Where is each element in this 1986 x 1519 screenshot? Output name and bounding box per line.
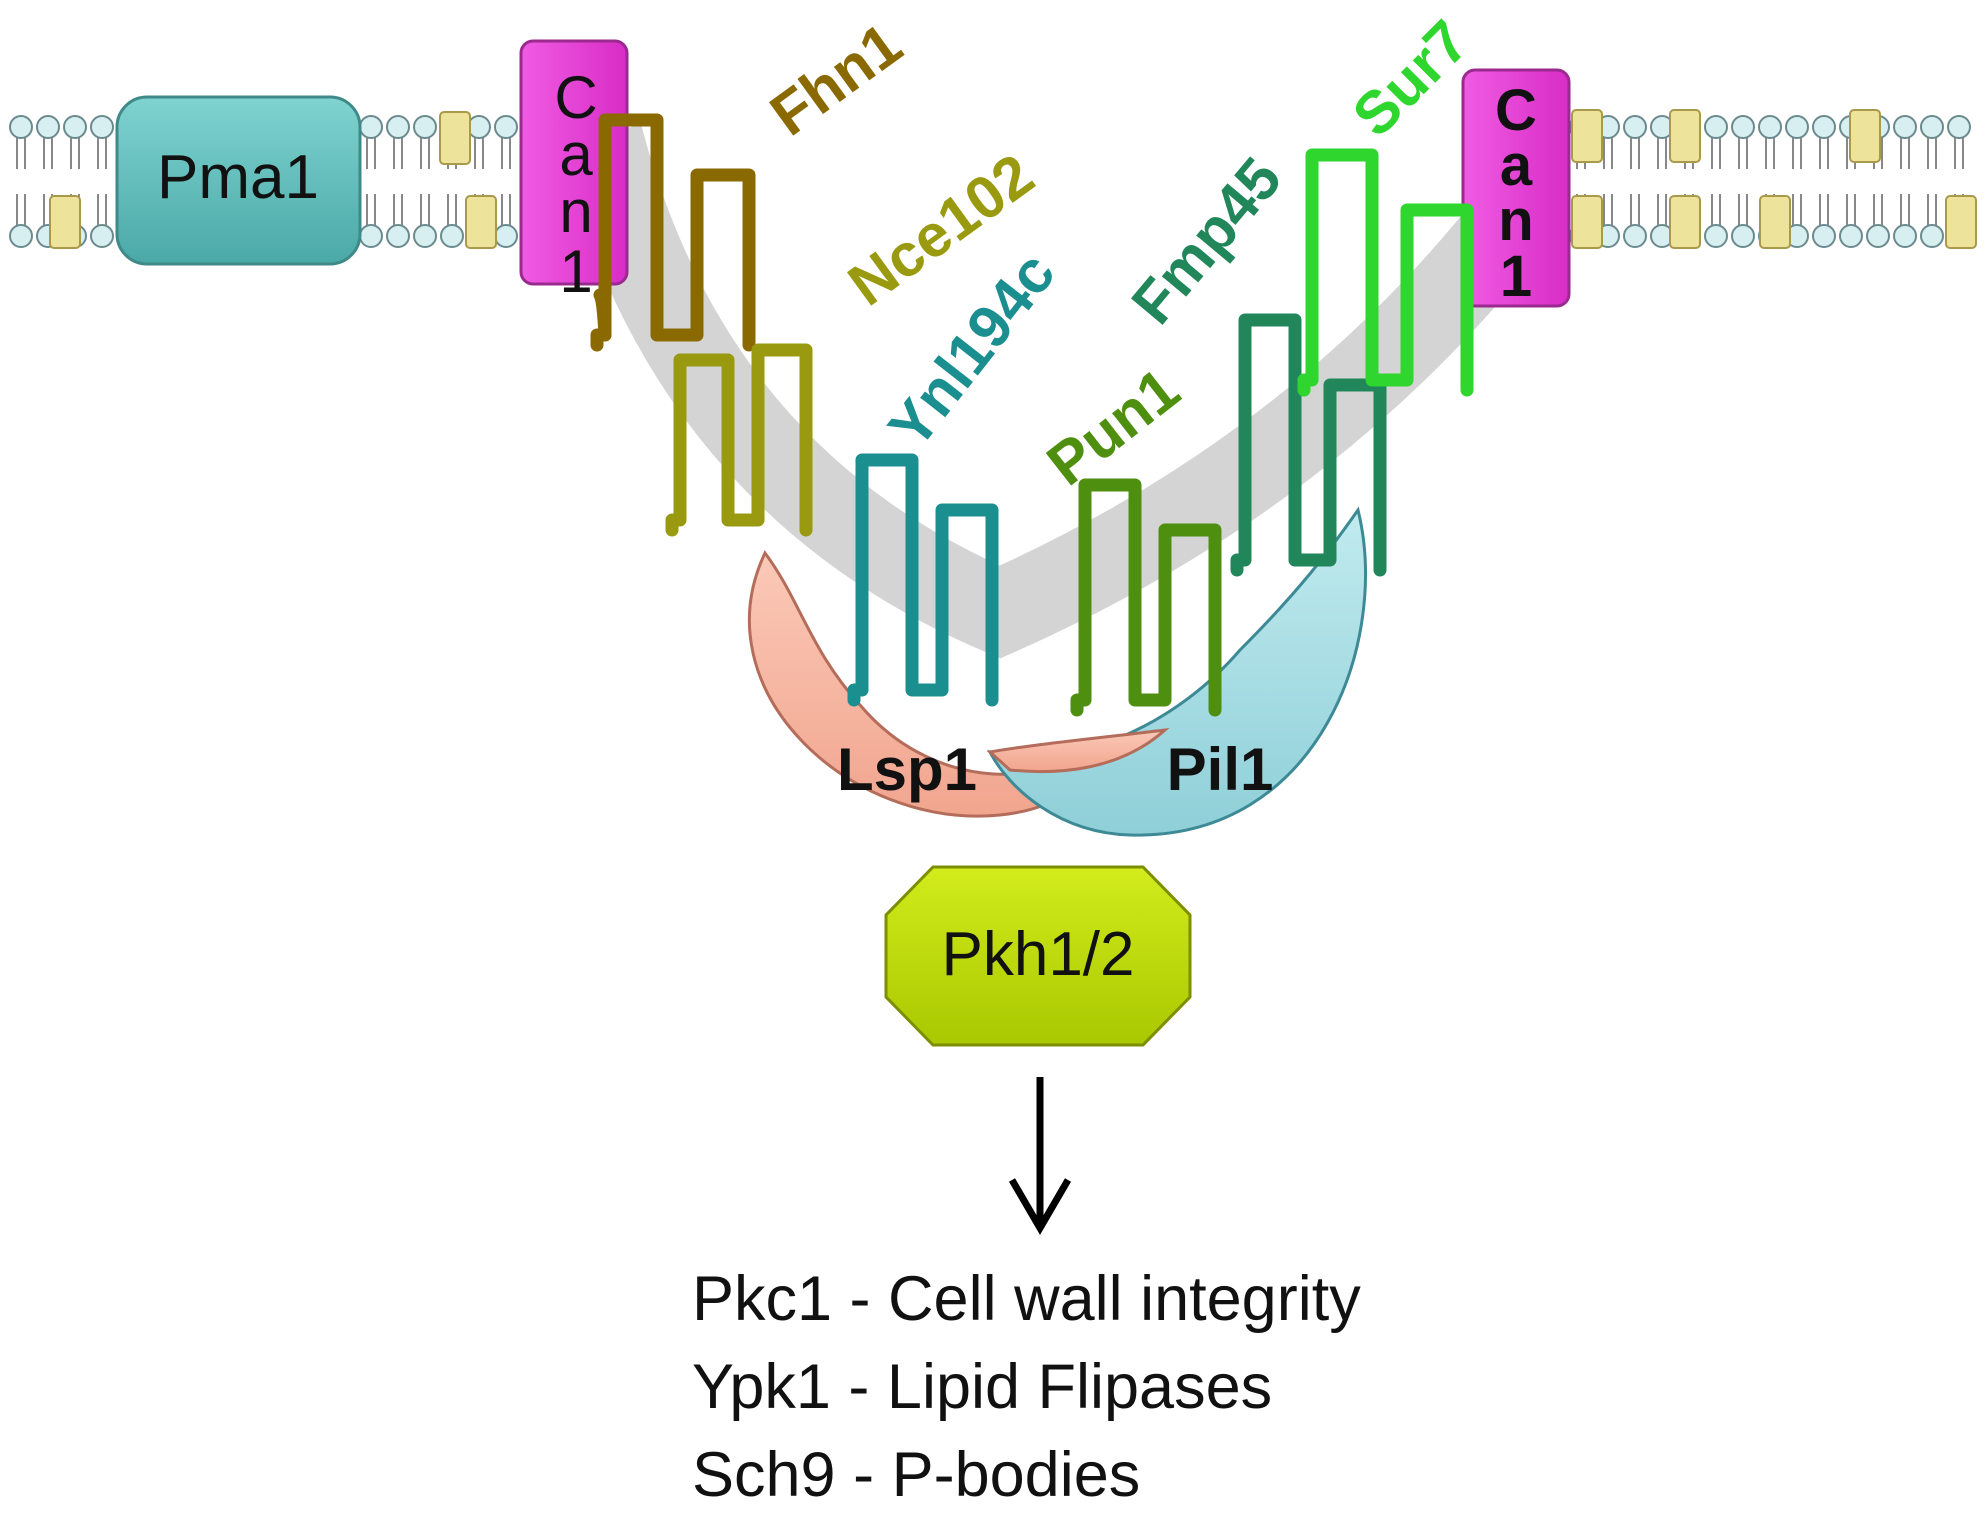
membrane-raft — [465, 195, 497, 249]
output-ypk1: Ypk1 - Lipid Flipases — [692, 1352, 1273, 1422]
can1-left-letter-3: n — [559, 178, 592, 245]
membrane-raft — [1945, 195, 1977, 249]
lipid-head — [9, 224, 33, 248]
lipid-head — [63, 115, 87, 139]
tetraspanner-proteins — [590, 113, 1474, 717]
lipid-head — [494, 115, 518, 139]
membrane-raft — [49, 195, 81, 249]
lsp1-label: Lsp1 — [837, 736, 977, 803]
nce102-chain — [665, 343, 813, 537]
lipid-head — [9, 115, 33, 139]
membrane-raft — [1759, 195, 1791, 249]
lipid-head — [1785, 115, 1809, 139]
signal-arrow — [1008, 1077, 1072, 1235]
can1-right-protein: C a n 1 — [1461, 68, 1571, 309]
lipid-head — [90, 224, 114, 248]
pma1-protein: Pma1 — [115, 95, 362, 266]
membrane-raft — [1669, 109, 1701, 163]
lipid-head — [413, 224, 437, 248]
lipid-head — [1893, 224, 1917, 248]
pun1-helices — [1070, 478, 1222, 717]
lipid-head — [1893, 115, 1917, 139]
ynl194c-helices — [847, 453, 999, 707]
plasma-membrane — [9, 109, 1977, 249]
nce102-helices — [665, 343, 813, 537]
can1-right-letter-2: a — [1500, 133, 1533, 198]
can1-left-letter-4: 1 — [559, 238, 592, 305]
can1-left-letter-1: C — [554, 64, 597, 131]
membrane-raft — [1849, 109, 1881, 163]
pkh1-2-label: Pkh1/2 — [941, 920, 1134, 989]
lipid-head — [1920, 115, 1944, 139]
lipid-head — [1704, 224, 1728, 248]
lipid-head — [386, 224, 410, 248]
downstream-outputs: Pkc1 - Cell wall integrity Ypk1 - Lipid … — [692, 1255, 1692, 1519]
lipid-head — [1812, 224, 1836, 248]
sur7-chain — [1297, 148, 1474, 397]
can1-right-letter-3: n — [1498, 188, 1533, 253]
output-sch9: Sch9 - P-bodies — [692, 1440, 1141, 1510]
lipid-head — [359, 115, 383, 139]
fmp45-label: Fmp45 — [1119, 145, 1295, 336]
can1-right-letter-1: C — [1495, 78, 1537, 143]
lipid-head — [359, 224, 383, 248]
lipid-head — [386, 115, 410, 139]
pkh1-2-kinase: Pkh1/2 — [884, 865, 1192, 1047]
sur7-label: Sur7 — [1340, 7, 1482, 149]
fhn1-label: Fhn1 — [758, 10, 913, 148]
membrane-raft — [1571, 195, 1603, 249]
fmp45-chain — [1230, 313, 1387, 577]
membrane-raft — [1669, 195, 1701, 249]
lipid-head — [1623, 115, 1647, 139]
pun1-chain — [1070, 478, 1222, 717]
lipid-head — [467, 115, 491, 139]
can1-left-letter-2: a — [559, 121, 593, 188]
lipid-head — [1758, 115, 1782, 139]
lipid-head — [90, 115, 114, 139]
lipid-head — [413, 115, 437, 139]
lipid-head — [1704, 115, 1728, 139]
lipid-head — [1731, 224, 1755, 248]
pil1-label: Pil1 — [1167, 736, 1274, 803]
lipid-head — [1839, 224, 1863, 248]
membrane-raft — [1571, 109, 1603, 163]
lipid-head — [1623, 224, 1647, 248]
lipid-head — [1947, 115, 1971, 139]
lipid-head — [494, 224, 518, 248]
pma1-label: Pma1 — [157, 143, 319, 212]
sur7-helices — [1297, 148, 1474, 397]
lipid-head — [1812, 115, 1836, 139]
lsp1-tip-overlap — [986, 727, 1170, 774]
lipid-head — [1866, 224, 1890, 248]
fmp45-helices — [1230, 313, 1387, 577]
lipid-head — [36, 115, 60, 139]
lipid-head — [1731, 115, 1755, 139]
can1-right-letter-4: 1 — [1500, 244, 1532, 309]
lipid-head — [1920, 224, 1944, 248]
output-pkc1: Pkc1 - Cell wall integrity — [692, 1264, 1361, 1334]
lipid-head — [440, 224, 464, 248]
membrane-raft — [439, 111, 471, 165]
ynl194c-chain — [847, 453, 999, 707]
